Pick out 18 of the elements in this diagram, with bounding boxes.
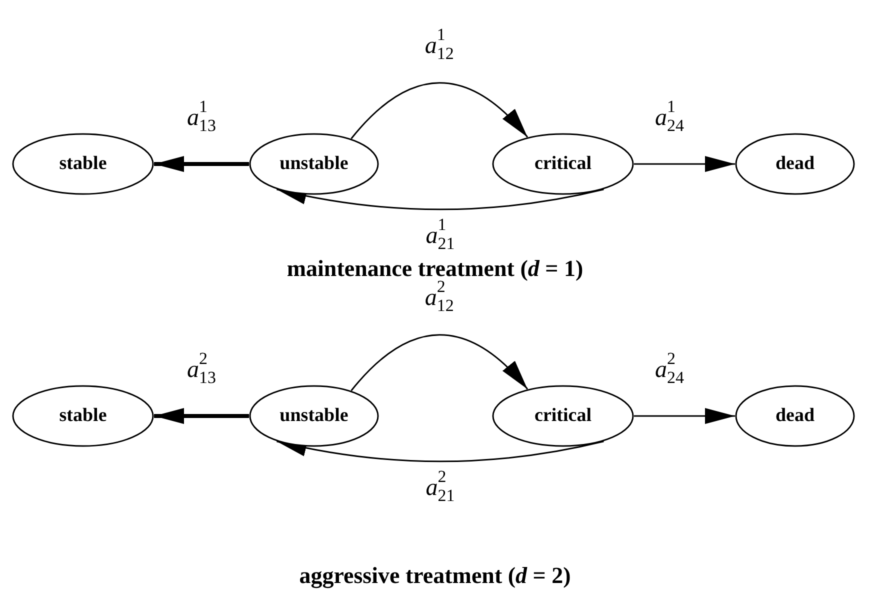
state-name: dead — [775, 405, 815, 427]
arrow — [276, 188, 604, 210]
state-name: unstable — [280, 153, 348, 175]
arrow — [350, 82, 528, 140]
arrow — [634, 156, 735, 172]
state-name: unstable — [280, 405, 348, 427]
state-name: critical — [534, 405, 592, 427]
caption: maintenance treatment (d = 1) — [286, 256, 584, 281]
caption: aggressive treatment (d = 2) — [299, 563, 571, 589]
arrow — [154, 408, 249, 424]
arrow — [350, 334, 528, 392]
arrow — [154, 156, 249, 172]
state-name: stable — [59, 405, 107, 427]
state-name: dead — [775, 153, 815, 175]
arrow — [276, 440, 604, 462]
arrow — [634, 408, 735, 424]
state-name: stable — [59, 153, 107, 175]
state-name: critical — [534, 153, 592, 175]
